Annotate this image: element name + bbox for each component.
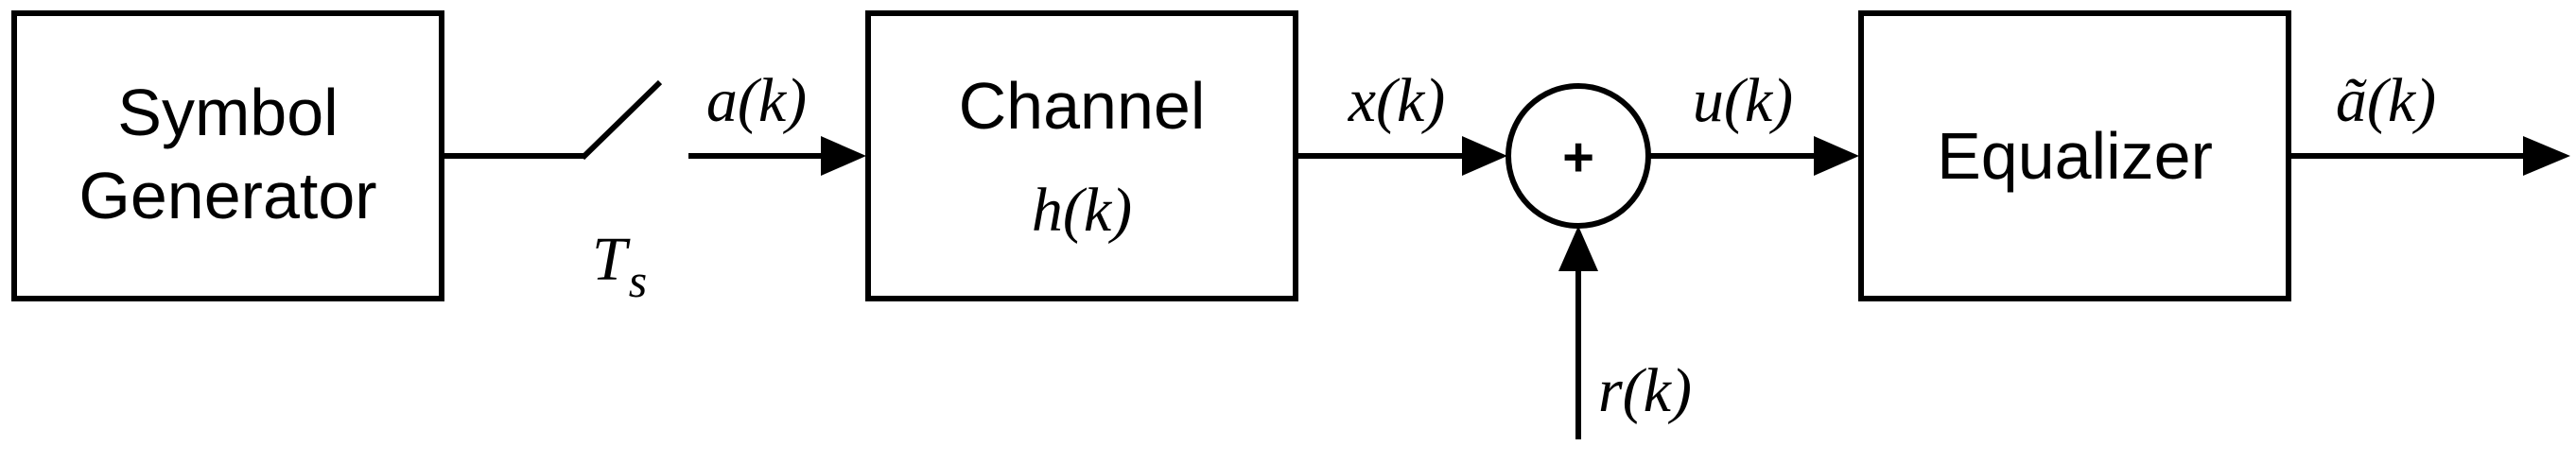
channel-label: Channel xyxy=(959,69,1206,143)
channel-impulse-response-label: h(k) xyxy=(1032,176,1132,245)
summing-junction: + xyxy=(1506,83,1651,229)
a-signal-arrowhead xyxy=(821,136,866,176)
sampler-label: Ts xyxy=(592,225,647,307)
r-signal-label: r(k) xyxy=(1598,356,1692,425)
x-signal-label: x(k) xyxy=(1348,66,1446,135)
sampler-label-sub: s xyxy=(629,254,647,307)
sampler-switch xyxy=(580,79,663,161)
sampler-label-base: T xyxy=(592,225,631,294)
u-signal-arrowhead xyxy=(1814,136,1859,176)
equalizer-block: Equalizer xyxy=(1858,10,2291,301)
x-signal-arrowhead xyxy=(1462,136,1507,176)
r-signal-arrowhead xyxy=(1558,226,1598,271)
plus-icon: + xyxy=(1562,127,1594,188)
estimate-signal-label: ã(k) xyxy=(2336,66,2436,135)
estimate-signal-arrowhead xyxy=(2523,136,2570,176)
symbol-generator-block: Symbol Generator xyxy=(11,10,444,301)
symbol-generator-label-line1: Symbol xyxy=(117,76,338,149)
channel-block: Channel h(k) xyxy=(865,10,1298,301)
channel-box xyxy=(865,10,1298,301)
symbol-generator-label-line2: Generator xyxy=(78,159,376,232)
u-signal-label: u(k) xyxy=(1693,66,1793,135)
a-signal-label: a(k) xyxy=(706,66,807,135)
equalizer-box xyxy=(1858,10,2291,301)
symbol-generator-box xyxy=(11,10,444,301)
equalizer-label: Equalizer xyxy=(1937,119,2213,193)
